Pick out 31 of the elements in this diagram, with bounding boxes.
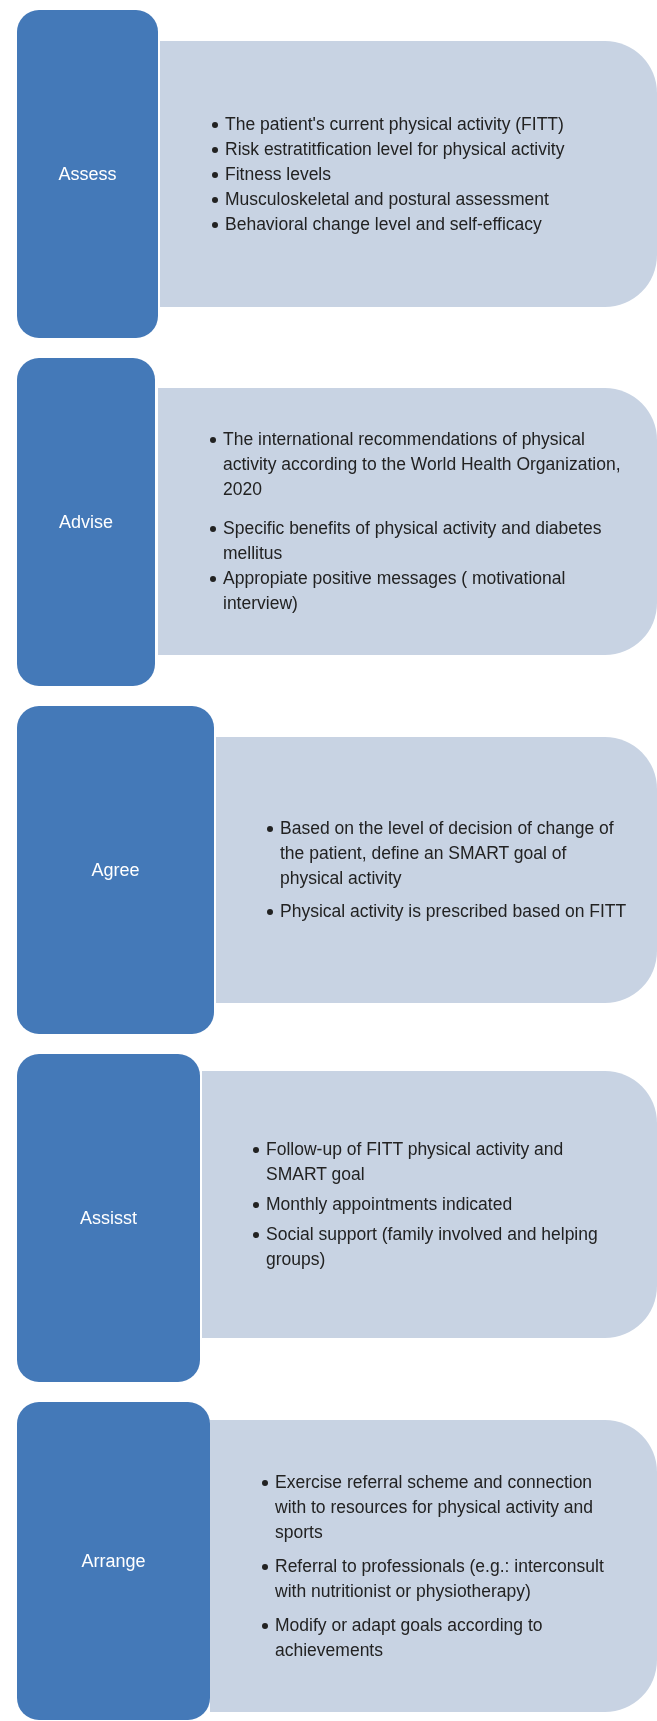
content-panel bbox=[216, 737, 657, 1003]
content-panel bbox=[158, 388, 657, 655]
bullet-text: Risk estratitfication level for physical activity bbox=[225, 138, 565, 159]
bullet-text: The patient's current physical activity (FITT) bbox=[225, 113, 564, 134]
step-box bbox=[17, 10, 158, 338]
bullet-text: Fitness levels bbox=[225, 163, 331, 184]
bullet-text: Musculoskeletal and postural assessment bbox=[225, 188, 549, 209]
bullet-text: Modify or adapt goals according to achievements bbox=[275, 1614, 543, 1660]
step-label: Advise bbox=[59, 511, 113, 533]
bullet-text: Monthly appointments indicated bbox=[266, 1194, 513, 1214]
content-panel bbox=[210, 1420, 657, 1712]
step-box bbox=[17, 1054, 200, 1382]
step-box bbox=[17, 706, 214, 1034]
bullet-text: Based on the level of decision of change of the patient, define an SMART goal of physical activity bbox=[280, 818, 614, 888]
bullet-text: Appropiate positive messages ( motivational interview) bbox=[223, 568, 566, 613]
step-label: Assisst bbox=[80, 1207, 137, 1229]
bullet-text: Follow-up of FITT physical activity and SMART goal bbox=[266, 1139, 564, 1184]
bullet-text: Physical activity is prescribed based on FITT bbox=[280, 901, 627, 921]
step-label: Arrange bbox=[81, 1550, 146, 1572]
content-panel bbox=[202, 1071, 657, 1338]
step-label: Agree bbox=[91, 859, 140, 881]
step-label: Assess bbox=[58, 163, 117, 185]
bullet-text: The international recommendations of physical activity according to the World Health Organization, 2020 bbox=[223, 429, 621, 499]
step-box bbox=[17, 1402, 210, 1720]
content-panel bbox=[160, 41, 657, 307]
bullet-text: Exercise referral scheme and connection with to resources for physical activity and sports bbox=[275, 1471, 594, 1542]
bullet-text: Behavioral change level and self-efficacy bbox=[225, 213, 542, 234]
bullet-text: Specific benefits of physical activity and diabetes mellitus bbox=[223, 518, 602, 563]
step-box bbox=[17, 358, 155, 686]
bullet-text: Social support (family involved and helping groups) bbox=[266, 1224, 598, 1269]
bullet-text: Referral to professionals (e.g.: interconsult with nutritionist or physiotherapy) bbox=[275, 1555, 604, 1601]
